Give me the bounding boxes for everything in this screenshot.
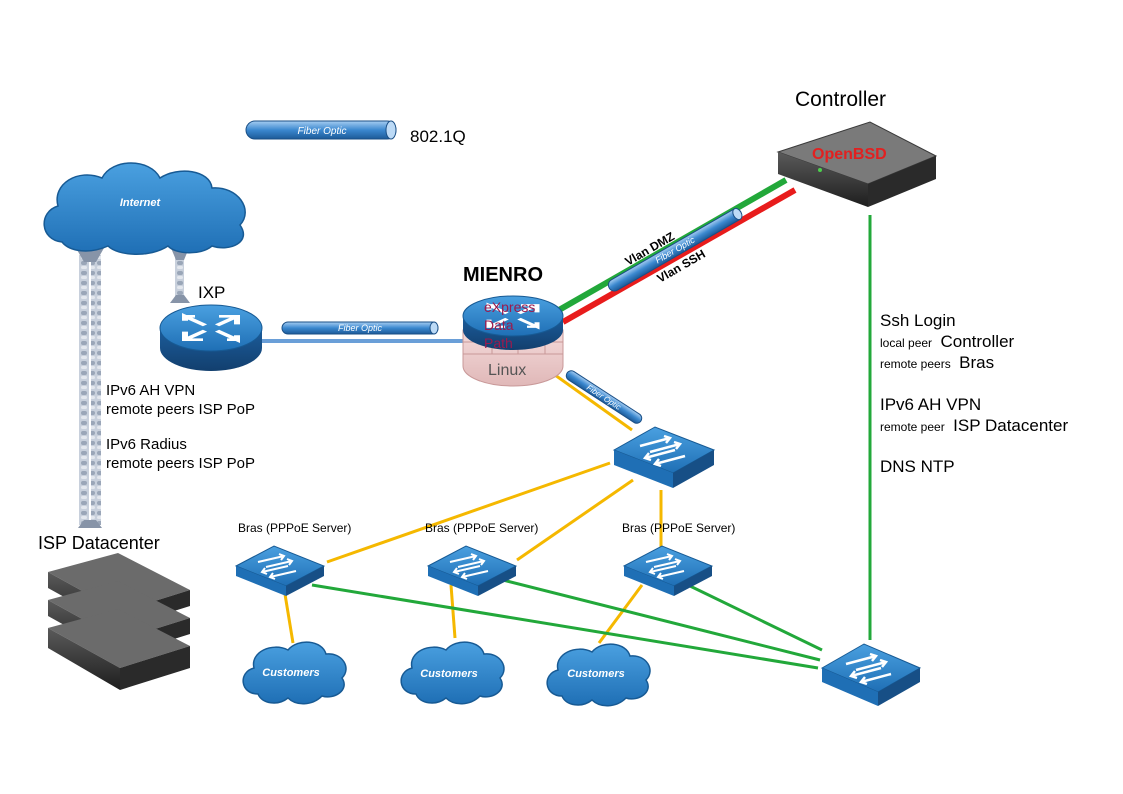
- switch-arrows-icon: [845, 652, 892, 686]
- bras-label-1: Bras (PPPoE Server): [238, 521, 351, 535]
- ctrl-local-peer-big: Controller: [940, 332, 1014, 351]
- mienro-controller-fiber: Fiber Optic: [607, 207, 743, 292]
- ctrl-ipv6-ah-vpn: IPv6 AH VPN: [880, 395, 981, 414]
- switch-bras2-link: [516, 478, 634, 562]
- customers-label-2: Customers: [420, 668, 477, 680]
- management-switch: [820, 643, 922, 706]
- mienro-linux-text: Linux: [488, 362, 526, 379]
- ixp-mienro-fiber-label: Fiber Optic: [338, 323, 383, 333]
- note-remote-peers-isp-pop-1: remote peers ISP PoP: [106, 401, 255, 418]
- switch-arrows-icon: [639, 434, 686, 468]
- ctrl-remote-peers: remote peers Bras: [880, 353, 994, 372]
- core-switch: [612, 426, 716, 488]
- switch-bras1-link: [326, 461, 611, 564]
- switch-arrows-icon: [449, 553, 489, 580]
- bras-switch-2: [426, 545, 518, 596]
- mienro-controller-ssh-link: [561, 187, 797, 325]
- customers-cloud-2: Customers: [400, 641, 505, 705]
- mienro-express-text: eXpress: [484, 299, 535, 315]
- customers-label-1: Customers: [262, 667, 319, 679]
- switch-arrows-icon: [645, 553, 685, 580]
- ixp-router: [159, 304, 263, 371]
- controller-server: OpenBSD: [776, 121, 938, 207]
- isp-datacenter-servers: [48, 553, 190, 690]
- mienro-data-text: Data: [484, 317, 514, 333]
- mienro-switch-link: [554, 373, 633, 432]
- server-unit: [48, 609, 190, 690]
- mienro-path-text: Path: [484, 335, 513, 351]
- ctrl-remote-peer: remote peer ISP Datacenter: [880, 416, 1068, 435]
- router-arrows-icon: [182, 313, 240, 343]
- ctrl-ssh-login: Ssh Login: [880, 311, 956, 330]
- mienro-switch-fiber-label: Fiber Optic: [585, 383, 623, 412]
- mienro-label: MIENRO: [463, 264, 543, 286]
- bras2-mgmt-link: [486, 574, 821, 662]
- bras-switch-3: [622, 545, 714, 596]
- note-remote-peers-isp-pop-2: remote peers ISP PoP: [106, 455, 255, 472]
- ctrl-remote-peers-small: remote peers: [880, 357, 951, 371]
- mienro-router-firewall: eXpress Data Path Linux: [462, 295, 564, 387]
- ctrl-remote-peers-big: Bras: [959, 353, 994, 372]
- customers-label-3: Customers: [567, 668, 624, 680]
- note-ipv6-radius: IPv6 Radius: [106, 436, 187, 453]
- isp-datacenter-label: ISP Datacenter: [38, 533, 160, 553]
- mienro-switch-fiber: Fiber Optic: [565, 370, 643, 424]
- internet-ixp-cable: [170, 248, 190, 303]
- bras1-mgmt-link: [311, 583, 819, 670]
- ixp-mienro-fiber: Fiber Optic: [281, 321, 439, 335]
- ixp-label: IXP: [198, 283, 225, 302]
- bras-switch-1: [234, 545, 326, 596]
- customers-cloud-1: Customers: [242, 641, 347, 705]
- bras-label-2: Bras (PPPoE Server): [425, 521, 538, 535]
- ctrl-local-peer: local peer Controller: [880, 332, 1015, 351]
- ctrl-remote-peer-big: ISP Datacenter: [953, 416, 1068, 435]
- legend-label: 802.1Q: [410, 127, 466, 146]
- controller-label: Controller: [795, 88, 886, 111]
- legend-fiber-tube: Fiber Optic: [245, 120, 397, 140]
- switch-arrows-icon: [257, 553, 297, 580]
- ctrl-remote-peer-small: remote peer: [880, 420, 945, 434]
- internet-isp-cable: [76, 248, 104, 528]
- customers-cloud-3: Customers: [546, 643, 651, 707]
- ctrl-local-peer-small: local peer: [880, 336, 932, 350]
- router-arrows-icon: [486, 302, 540, 330]
- ctrl-dns-ntp: DNS NTP: [880, 457, 955, 476]
- bras3-mgmt-link: [689, 584, 823, 652]
- bras2-customers-link: [449, 584, 457, 639]
- bras-label-3: Bras (PPPoE Server): [622, 521, 735, 535]
- internet-cloud: Internet: [43, 162, 246, 255]
- legend-fiber-label: Fiber Optic: [298, 126, 347, 137]
- openbsd-label: OpenBSD: [812, 146, 887, 163]
- internet-label: Internet: [120, 197, 162, 209]
- note-ipv6-ah-vpn: IPv6 AH VPN: [106, 382, 195, 399]
